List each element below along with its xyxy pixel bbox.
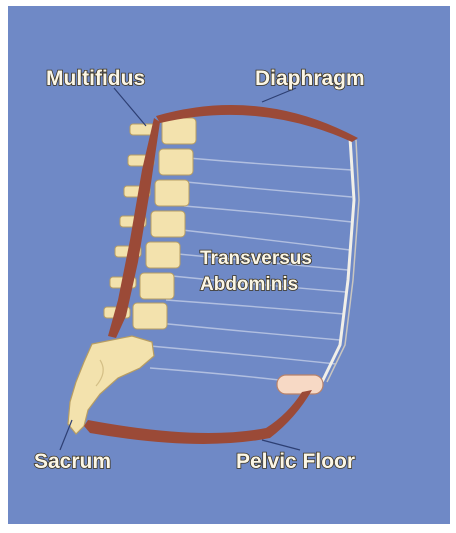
pelvic-floor-muscle xyxy=(84,390,312,444)
sacrum-bone xyxy=(68,336,154,434)
vertebra xyxy=(120,211,185,237)
pelvic-floor-leader xyxy=(262,440,300,450)
transversus-abdominis-front xyxy=(322,138,354,382)
label-multifidus: Multifidus xyxy=(46,67,145,90)
vertebra xyxy=(115,242,180,268)
pelvic-floor-pad xyxy=(277,375,323,394)
vertebra xyxy=(124,180,189,206)
label-pelvic-floor: Pelvic Floor xyxy=(236,450,355,473)
diaphragm-leader xyxy=(262,88,296,102)
label-sacrum: Sacrum xyxy=(34,450,111,473)
sacrum-leader xyxy=(60,420,72,450)
label-diaphragm: Diaphragm xyxy=(255,67,365,90)
vertebra xyxy=(128,149,193,175)
label-transversus: Transversus xyxy=(200,248,312,269)
label-abdominis: Abdominis xyxy=(200,274,298,295)
multifidus-leader xyxy=(114,88,146,126)
